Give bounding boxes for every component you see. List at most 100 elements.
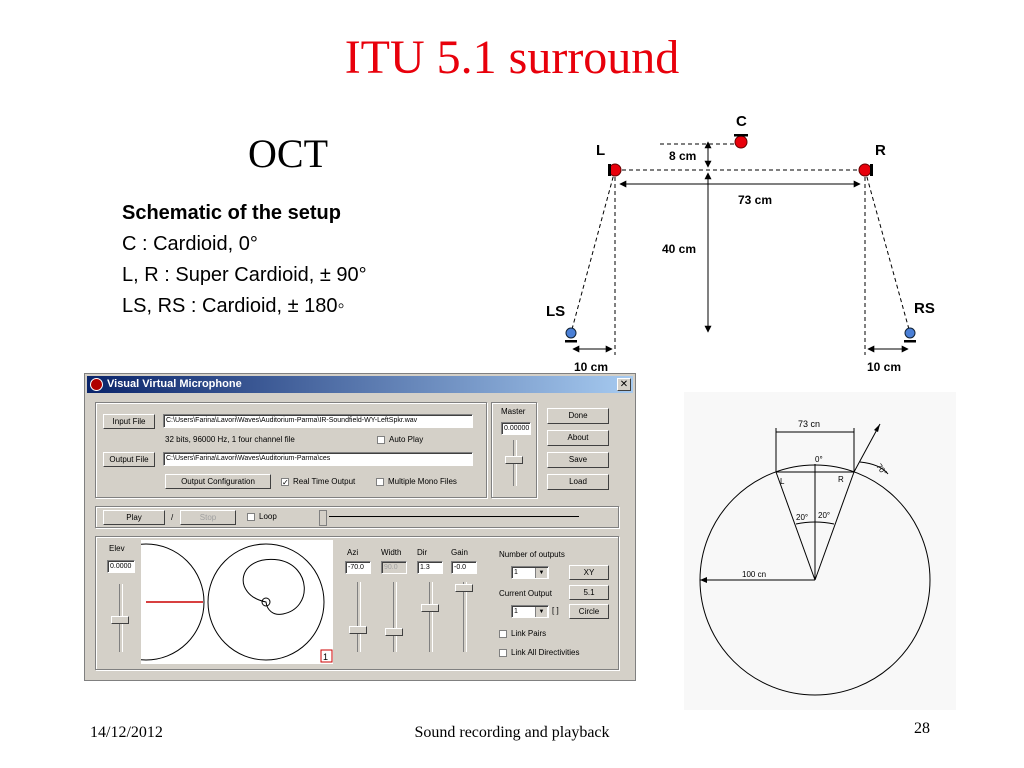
label-r: R bbox=[875, 142, 886, 159]
loop-label: Loop bbox=[259, 512, 277, 521]
dir-slider-track[interactable] bbox=[429, 582, 433, 652]
about-button[interactable]: About bbox=[547, 430, 609, 446]
play-stop-separator: / bbox=[171, 513, 174, 522]
r-rs-dashed bbox=[864, 169, 911, 334]
angle-top-label: 0° bbox=[815, 455, 823, 464]
real-time-output-checkbox[interactable]: ✓ bbox=[281, 478, 289, 487]
xy-button[interactable]: XY bbox=[569, 565, 609, 580]
chevron-down-icon[interactable]: ▼ bbox=[535, 568, 547, 578]
label-l: L bbox=[596, 142, 605, 159]
load-button[interactable]: Load bbox=[547, 474, 609, 490]
footer-title: Sound recording and playback bbox=[414, 724, 610, 741]
five-one-button[interactable]: 5.1 bbox=[569, 585, 609, 600]
play-button[interactable]: Play bbox=[103, 510, 165, 525]
oct-diagram: C L R LS RS 8 cm 73 cm 40 cm 10 cm 10 cm bbox=[546, 113, 935, 374]
width-slider-thumb[interactable] bbox=[385, 628, 403, 636]
mic-ls bbox=[565, 327, 577, 339]
dim-rs-label: 10 cm bbox=[867, 360, 901, 374]
gain-value-field[interactable]: -0.0 bbox=[451, 561, 477, 574]
dim-8cm-label: 8 cm bbox=[669, 149, 696, 163]
link-pairs-label: Link Pairs bbox=[511, 629, 547, 638]
azi-slider-thumb[interactable] bbox=[349, 626, 367, 634]
mic-r bbox=[858, 163, 872, 177]
dim-73cm-label: 73 cm bbox=[738, 193, 772, 207]
window-titlebar[interactable]: Visual Virtual Microphone ✕ bbox=[87, 376, 633, 393]
angle-left-label: 20° bbox=[796, 513, 808, 522]
input-file-field[interactable]: C:\Users\Farina\Lavori\Waves\Auditorium-… bbox=[163, 414, 473, 428]
gain-label: Gain bbox=[451, 548, 468, 557]
azi-slider-track[interactable] bbox=[357, 582, 361, 652]
save-button[interactable]: Save bbox=[547, 452, 609, 468]
number-of-outputs-select[interactable]: 1 ▼ bbox=[511, 566, 549, 579]
stop-button[interactable]: Stop bbox=[180, 510, 236, 525]
width-label: Width bbox=[381, 548, 402, 557]
elev-label: Elev bbox=[109, 544, 125, 553]
width-slider-track[interactable] bbox=[393, 582, 397, 652]
l-ls-dashed bbox=[570, 169, 616, 334]
label-c: C bbox=[736, 113, 747, 130]
master-value-field[interactable]: 0.00000 bbox=[501, 422, 531, 435]
page-number: 28 bbox=[914, 720, 930, 737]
dim-40cm-label: 40 cm bbox=[662, 242, 696, 256]
loop-checkbox[interactable] bbox=[247, 513, 255, 521]
gain-slider-track[interactable] bbox=[463, 582, 467, 652]
output-configuration-button[interactable]: Output Configuration bbox=[165, 474, 271, 489]
azi-value-field[interactable]: -70.0 bbox=[345, 561, 371, 574]
output-file-button[interactable]: Output File bbox=[103, 452, 155, 467]
chevron-down-icon[interactable]: ▼ bbox=[535, 607, 547, 617]
notes-line-lr: L, R : Super Cardioid, ± 90° bbox=[122, 264, 367, 286]
virtual-microphone-window: Visual Virtual Microphone ✕ Input File C… bbox=[84, 373, 636, 681]
done-button[interactable]: Done bbox=[547, 408, 609, 424]
slide-subtitle: OCT bbox=[248, 131, 328, 176]
angle-right-label: 20° bbox=[818, 511, 830, 520]
label-ls: LS bbox=[546, 303, 565, 320]
elev-slider-thumb[interactable] bbox=[111, 616, 129, 624]
input-file-info: 32 bits, 96000 Hz, 1 four channel file bbox=[165, 435, 295, 444]
polar-right-circle bbox=[207, 543, 325, 661]
gain-slider-thumb[interactable] bbox=[455, 584, 473, 592]
notes-line-lsrs: LS, RS : Cardioid, ± 180◦ bbox=[122, 295, 345, 317]
directivity-group bbox=[95, 536, 619, 670]
polar-plot: 1 bbox=[141, 540, 333, 664]
current-output-brackets: [ ] bbox=[552, 606, 559, 615]
mic-c bbox=[734, 135, 748, 149]
multiple-mono-checkbox[interactable] bbox=[376, 478, 384, 486]
auto-play-label: Auto Play bbox=[389, 435, 424, 444]
number-of-outputs-value: 1 bbox=[514, 569, 518, 576]
link-all-checkbox[interactable] bbox=[499, 649, 507, 657]
r-speaker-label: R bbox=[838, 475, 844, 484]
master-slider-thumb[interactable] bbox=[505, 456, 523, 464]
output-file-field[interactable]: C:\Users\Farina\Lavori\Waves\Auditorium-… bbox=[163, 452, 473, 466]
close-icon[interactable]: ✕ bbox=[617, 378, 631, 391]
footer-date: 14/12/2012 bbox=[90, 724, 163, 741]
link-pairs-checkbox[interactable] bbox=[499, 630, 507, 638]
azi-label: Azi bbox=[347, 548, 359, 557]
speaker-direction-line bbox=[853, 423, 881, 473]
playback-position-thumb[interactable] bbox=[319, 510, 327, 526]
dir-value-field[interactable]: 1.3 bbox=[417, 561, 443, 574]
plot-index-box bbox=[320, 649, 333, 663]
playback-position-track[interactable] bbox=[329, 516, 579, 517]
playback-group bbox=[95, 506, 619, 528]
app-icon bbox=[90, 378, 103, 391]
master-label: Master bbox=[501, 407, 526, 416]
dir-slider-thumb[interactable] bbox=[421, 604, 439, 612]
circle-button[interactable]: Circle bbox=[569, 604, 609, 619]
multiple-mono-label: Multiple Mono Files bbox=[388, 477, 457, 486]
elev-value-field[interactable]: 0.0000 bbox=[107, 560, 135, 573]
window-title: Visual Virtual Microphone bbox=[107, 378, 242, 390]
current-output-label: Current Output bbox=[499, 589, 552, 598]
polar-response-curve bbox=[242, 558, 305, 615]
real-time-output-label: Real Time Output bbox=[293, 477, 356, 486]
dim-ls-label: 10 cm bbox=[574, 360, 608, 374]
auto-play-checkbox[interactable] bbox=[377, 436, 385, 444]
notes-line-c: C : Cardioid, 0° bbox=[122, 233, 258, 255]
input-file-button[interactable]: Input File bbox=[103, 414, 155, 429]
master-group bbox=[491, 402, 537, 498]
notes-heading: Schematic of the setup bbox=[122, 202, 341, 224]
l-speaker-label: L bbox=[780, 477, 785, 486]
width-value-field[interactable]: 90.0 bbox=[381, 561, 407, 574]
current-output-select[interactable]: 1 ▼ bbox=[511, 605, 549, 618]
circle-diagram: 73 cn 0° 70° L R 20° 20° 100 cn bbox=[684, 392, 956, 710]
radius-label: 100 cn bbox=[742, 570, 766, 579]
